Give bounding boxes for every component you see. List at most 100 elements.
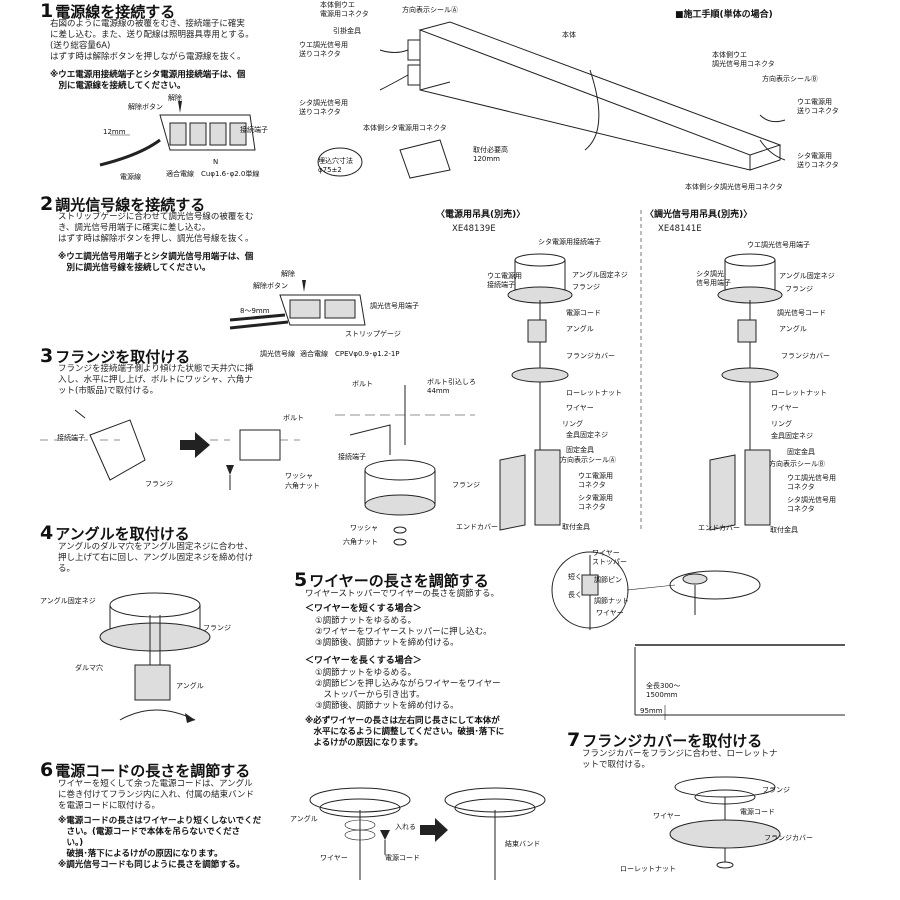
label-short: 短く: [568, 573, 582, 581]
terminal-diagram-2: [229, 280, 366, 330]
label-total-length: 全長300～ 1500mm: [646, 682, 681, 699]
label-ring: リング: [771, 420, 792, 428]
label-main-upper-power-conn: 本体側ウエ 電源用コネクタ: [320, 1, 369, 18]
label-fit-wire: 適合電線 Cuφ1.6･φ2.0単線: [166, 170, 260, 178]
label-nut: 六角ナット: [343, 538, 378, 546]
step2-body: ストリップゲージに合わせて調光信号線の被覆をむ き、調光信号用端子に確実に差し込…: [58, 212, 254, 244]
label-fix-screw: 金具固定ネジ: [771, 432, 813, 440]
label-body: 本体: [562, 31, 576, 39]
label-strip-gauge: ストリップゲージ: [345, 330, 401, 338]
label-lower-power-conn: シタ電源用 コネクタ: [578, 494, 613, 511]
label-wire: ワイヤー: [320, 854, 348, 862]
label-dir-sticker-a: 方向表示シールⒶ: [560, 456, 616, 464]
label-release: 解除: [168, 94, 182, 102]
label-bolt-pull: ボルト引込しろ 44mm: [427, 378, 476, 395]
flange-cover-diagram: [669, 776, 781, 869]
wire-stopper-diagram: [551, 551, 845, 720]
step4-body: アングルのダルマ穴をアングル固定ネジに合わせ、 押し上げて右に回し、アングル固定…: [58, 542, 254, 574]
dim-kit-title: 〈調光信号用吊具(別売)〉: [645, 210, 753, 220]
step-number: 7: [567, 729, 581, 751]
label-power-cord: 電源コード: [385, 854, 420, 862]
label-main-upper-dim-conn: 本体側ウエ 調光信号用コネクタ: [712, 51, 775, 68]
label-adjust-nut: 調節ナット: [594, 597, 629, 605]
label-flange-cover: フランジカバー: [764, 834, 813, 842]
label-hook: 引掛金具: [333, 27, 361, 35]
label-fix-bracket: 固定金具: [787, 448, 815, 456]
label-bolt: ボルト: [352, 380, 373, 388]
label-power-wire: 電源線: [120, 173, 141, 181]
step-number: 2: [40, 193, 54, 215]
step6-body: ワイヤーを短くして余った電源コードは、アングル に巻き付けてフランジ内に入れ、付…: [58, 779, 255, 811]
label-strip-length: 8～9mm: [240, 307, 270, 315]
angle-diagram: [99, 592, 211, 723]
label-tie-band: 結束バンド: [505, 840, 541, 848]
power-kit-title: 〈電源用吊具(別売)〉: [436, 210, 526, 220]
label-nut: 六角ナット: [285, 482, 320, 490]
terminal-diagram-1: [99, 101, 256, 167]
step1-note: ※ウエ電源用接続端子とシタ電源用接続端子は、個 別に電源線を接続してください。: [50, 70, 246, 91]
label-release-button: 解除ボタン: [128, 103, 163, 111]
main-body-diagram: [317, 21, 786, 179]
step5-body: ワイヤーストッパーでワイヤーの長さを調節する。: [305, 589, 500, 599]
label-wire: ワイヤー: [566, 404, 594, 412]
flange-insert-diagram: [40, 409, 300, 490]
label-required-height: 取付必要高 120mm: [473, 146, 508, 163]
step7-body: フランジカバーをフランジに合わせ、ローレットナ ットで取付ける。: [582, 749, 778, 770]
label-upper-power-term: ウエ電源用 接続端子: [487, 272, 522, 289]
label-dir-sticker-a: 方向表示シールⒶ: [402, 6, 458, 14]
label-power-cord: 電源コード: [740, 808, 775, 816]
flange-bolt-diagram: [335, 385, 475, 546]
step-number: 4: [40, 522, 54, 544]
step1-body: 右図のように電源線の被覆をむき、接続端子に確実 に差し込む。また、送り配線は照明…: [50, 19, 254, 62]
label-flange: フランジ: [145, 480, 173, 488]
label-flange: フランジ: [203, 624, 231, 632]
step-title: ワイヤーの長さを調節する: [309, 572, 489, 590]
label-angle: アングル: [779, 325, 807, 333]
label-terminal: 接続端子: [240, 126, 268, 134]
label-flange: フランジ: [572, 283, 600, 291]
label-bolt: ボルト: [283, 414, 304, 422]
procedure-heading: ■施工手順(単体の場合): [675, 10, 773, 20]
label-angle: アングル: [290, 815, 318, 823]
step-number: 5: [294, 569, 308, 591]
step-title: 電源コードの長さを調節する: [55, 762, 251, 780]
dim-kit-diagram: [709, 253, 783, 531]
label-mount-bracket: 取付金具: [770, 526, 798, 534]
label-flange-cover: フランジカバー: [566, 352, 615, 360]
wire-long-steps: ①調節ナットをゆるめる。 ②調節ピンを押し込みながらワイヤーをワイヤー ストッパ…: [315, 668, 501, 711]
label-wire: ワイヤー: [653, 812, 681, 820]
step5-note: ※必ずワイヤーの長さは左右同じ長さにして本体が 水平になるように調整してください…: [305, 716, 505, 748]
label-upper-dim-conn: ウエ調光信号用 コネクタ: [787, 474, 836, 491]
label-angle-screw: アングル固定ネジ: [40, 597, 96, 605]
label-terminal: 接続端子: [338, 453, 366, 461]
label-lower-dim-send: シタ調光信号用 送りコネクタ: [299, 99, 348, 116]
label-washer: ワッシャ: [285, 472, 313, 480]
label-flange-cover: フランジカバー: [781, 352, 830, 360]
label-angle: アングル: [176, 682, 204, 690]
label-dir-sticker-b: 方向表示シールⒷ: [769, 460, 825, 468]
label-flange: フランジ: [452, 481, 480, 489]
step3-body: フランジを接続端子側より傾けた状態で天井穴に挿 入し、水平に押し上げ、ボルトにワ…: [58, 364, 254, 396]
step-title: アングルを取付ける: [55, 525, 190, 543]
label-wire-stopper: ワイヤー ストッパー: [592, 549, 627, 566]
label-upper-dim-term: ウエ調光信号用端子: [747, 241, 810, 249]
step-title: フランジカバーを取付ける: [582, 732, 763, 750]
step2-note: ※ウエ調光信号用端子とシタ調光信号用端子は、個 別に調光信号線を接続してください…: [58, 252, 254, 273]
label-dim-terminal: 調光信号用端子: [370, 302, 419, 310]
label-lower-dim-term: シタ調光 信号用端子: [696, 270, 731, 287]
label-dim-wire: 調光信号線: [260, 350, 295, 358]
label-power-cord: 電源コード: [566, 309, 601, 317]
wire-long-title: ＜ワイヤーを長くする場合＞: [305, 656, 422, 666]
label-release: 解除: [281, 270, 295, 278]
label-hole-size: 埋込穴寸法 φ75±2: [318, 157, 353, 174]
step-title: フランジを取付ける: [55, 348, 191, 366]
label-terminal: 接続端子: [57, 434, 85, 442]
kit-divider: [640, 210, 642, 530]
wire-short-steps: ①調節ナットをゆるめる。 ②ワイヤーをワイヤーストッパーに押し込む。 ③調節後、…: [315, 616, 492, 648]
label-main-lower-power-conn: 本体側シタ電源用コネクタ: [363, 124, 447, 132]
